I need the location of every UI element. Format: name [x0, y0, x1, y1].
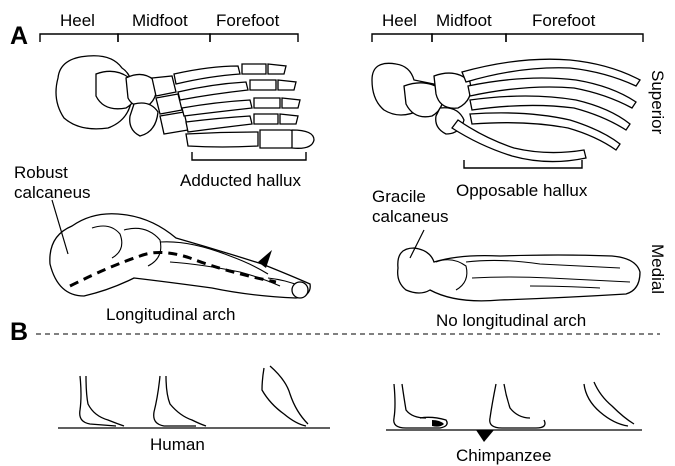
human-region-brackets — [40, 34, 298, 42]
chimp-gait-arrowhead — [476, 430, 494, 442]
robust-label: Robust — [14, 164, 68, 181]
human-heel-label: Heel — [60, 12, 95, 29]
chimp-gait-phases — [394, 382, 634, 428]
chimpanzee-gait-label: Chimpanzee — [456, 447, 551, 464]
gracile-calcaneus-label: calcaneus — [372, 208, 449, 225]
human-foot-superior — [56, 56, 314, 149]
human-hallux-bracket — [192, 152, 306, 160]
medial-view-label: Medial — [649, 244, 666, 294]
gracile-label: Gracile — [372, 188, 426, 205]
chimp-midfoot-label: Midfoot — [436, 12, 492, 29]
human-foot-medial — [50, 214, 310, 298]
opposable-hallux-label: Opposable hallux — [456, 182, 587, 199]
robust-calcaneus-label: calcaneus — [14, 184, 91, 201]
chimp-region-brackets — [372, 34, 643, 42]
human-midfoot-label: Midfoot — [132, 12, 188, 29]
chimp-forefoot-label: Forefoot — [532, 12, 595, 29]
no-longitudinal-arch-label: No longitudinal arch — [436, 312, 586, 329]
chimp-heel-label: Heel — [382, 12, 417, 29]
chimp-foot-superior — [372, 59, 640, 161]
panel-a-label: A — [10, 24, 28, 49]
human-gait-phases — [80, 366, 308, 426]
panel-b-label: B — [10, 320, 28, 345]
human-gait-label: Human — [150, 436, 205, 453]
human-forefoot-label: Forefoot — [216, 12, 279, 29]
chimp-toe-mark — [432, 420, 444, 427]
chimp-foot-medial — [398, 248, 640, 301]
superior-view-label: Superior — [649, 70, 666, 134]
longitudinal-arch-label: Longitudinal arch — [106, 306, 235, 323]
adducted-hallux-label: Adducted hallux — [180, 172, 301, 189]
